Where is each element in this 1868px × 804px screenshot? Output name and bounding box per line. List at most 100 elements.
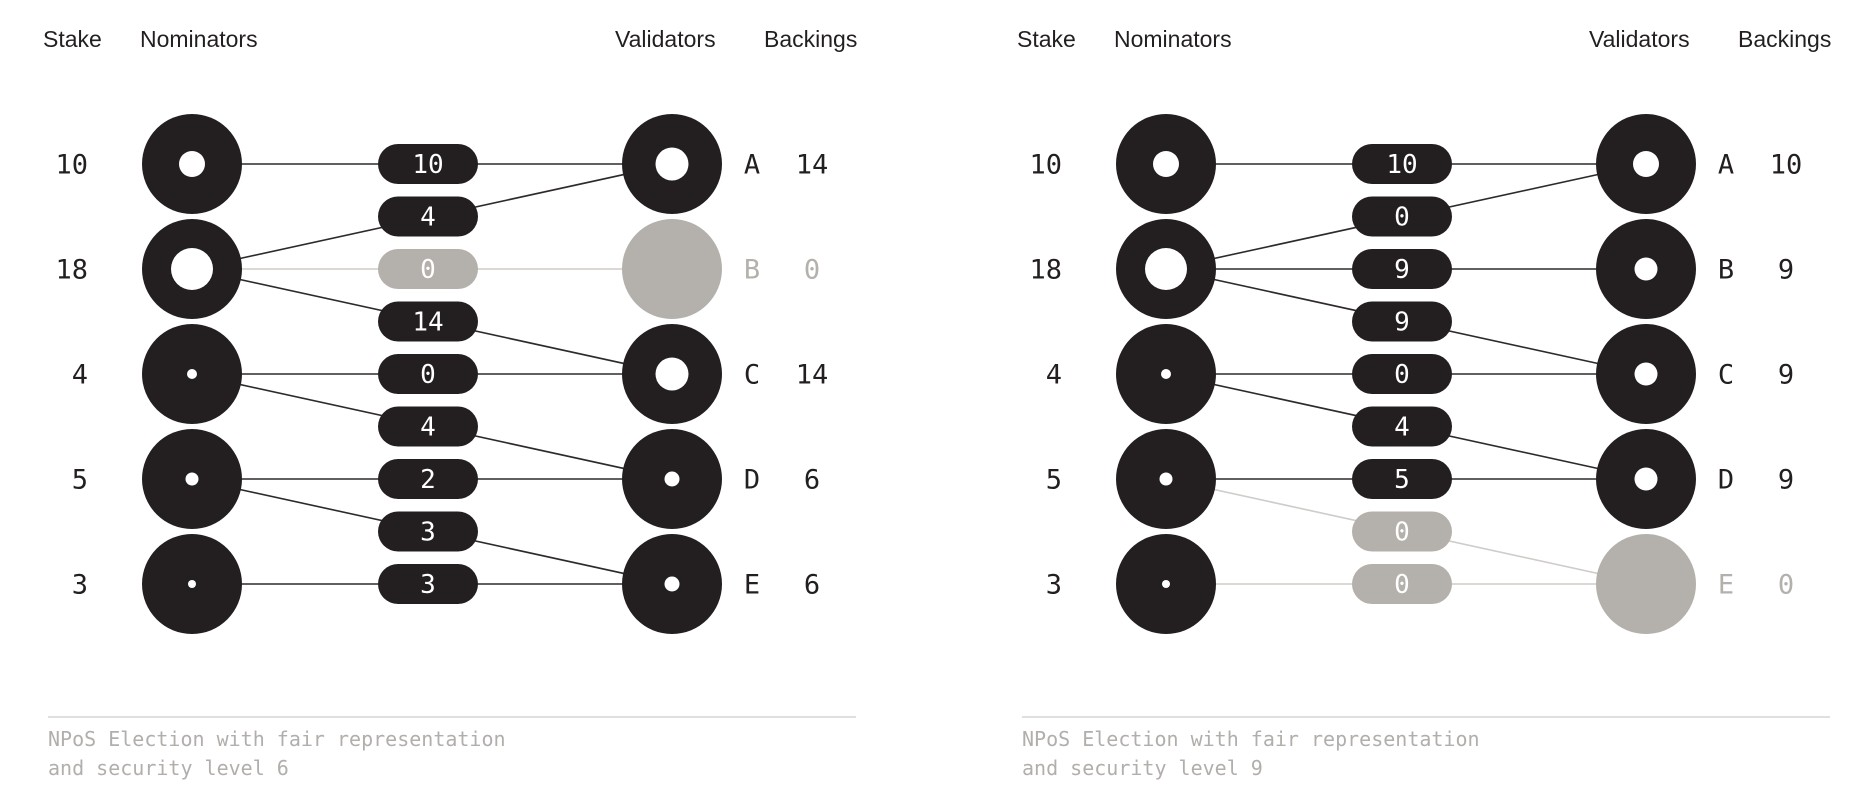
validator-node bbox=[1596, 324, 1696, 424]
edge-weight-pill: 5 bbox=[1352, 459, 1452, 499]
backing-value: 0 bbox=[1778, 570, 1794, 601]
caption-line-2: and security level 6 bbox=[48, 756, 289, 780]
caption-line-1: NPoS Election with fair representation bbox=[1022, 727, 1480, 751]
validator-node bbox=[622, 534, 722, 634]
validator-nodes: A B C D E 10 9 9 9 0 bbox=[1596, 114, 1802, 634]
nominator-node bbox=[142, 534, 242, 634]
edge-weight-value: 3 bbox=[420, 570, 436, 600]
edge-weight-pill: 10 bbox=[378, 144, 478, 184]
validator-label: E bbox=[744, 570, 760, 601]
validator-label: D bbox=[744, 465, 760, 496]
edge-weight-pill: 4 bbox=[378, 406, 478, 447]
caption: NPoS Election with fair representation a… bbox=[48, 727, 506, 780]
stake-value: 10 bbox=[55, 150, 88, 181]
validator-node bbox=[1596, 114, 1696, 214]
edge-weight-value: 4 bbox=[1394, 413, 1410, 443]
edge-weight-value: 9 bbox=[1394, 255, 1410, 285]
validator-node bbox=[622, 429, 722, 529]
nominator-node bbox=[1116, 114, 1216, 214]
stake-value: 18 bbox=[1029, 255, 1062, 286]
edge-weight-pill: 0 bbox=[1352, 354, 1452, 394]
edge-weight-pill: 0 bbox=[1352, 511, 1452, 552]
stake-value: 5 bbox=[1046, 465, 1062, 496]
backing-value: 14 bbox=[796, 150, 829, 181]
nominator-node bbox=[1116, 219, 1216, 319]
nominator-nodes bbox=[142, 114, 242, 634]
nominator-node bbox=[1116, 534, 1216, 634]
edge-weight-value: 9 bbox=[1394, 308, 1410, 338]
validator-node bbox=[622, 219, 722, 319]
column-header-nominators: Nominators bbox=[1114, 26, 1232, 52]
edge-weight-value: 5 bbox=[1394, 465, 1410, 495]
validator-label: A bbox=[744, 150, 760, 181]
edge-weight-pill: 0 bbox=[1352, 196, 1452, 237]
stake-value: 5 bbox=[72, 465, 88, 496]
edge-weight-pill: 4 bbox=[1352, 406, 1452, 447]
edge-weight-value: 0 bbox=[420, 255, 436, 285]
backing-value: 6 bbox=[804, 465, 820, 496]
column-headers: Stake Nominators Validators Backings bbox=[1017, 26, 1831, 52]
nominator-node bbox=[1116, 324, 1216, 424]
edge-weight-pill: 14 bbox=[378, 301, 478, 342]
validator-label: D bbox=[1718, 465, 1734, 496]
backing-value: 14 bbox=[796, 360, 829, 391]
edge-weight-value: 10 bbox=[412, 150, 443, 180]
backing-value: 0 bbox=[804, 255, 820, 286]
edge-weight-pill: 10 bbox=[1352, 144, 1452, 184]
stake-value: 4 bbox=[1046, 360, 1062, 391]
edge-weight-value: 0 bbox=[1394, 570, 1410, 600]
column-header-backings: Backings bbox=[764, 26, 857, 52]
column-header-validators: Validators bbox=[1589, 26, 1690, 52]
column-header-stake: Stake bbox=[1017, 26, 1076, 52]
nominator-node bbox=[142, 219, 242, 319]
edge-weight-pills: 10 4 0 14 0 4 2 3 3 bbox=[378, 144, 478, 604]
backing-value: 6 bbox=[804, 570, 820, 601]
edge-weight-pill: 0 bbox=[378, 249, 478, 289]
validator-node bbox=[622, 114, 722, 214]
validator-label: A bbox=[1718, 150, 1734, 181]
edge-weight-pill: 4 bbox=[378, 196, 478, 237]
validator-node bbox=[1596, 534, 1696, 634]
edge-weight-value: 4 bbox=[420, 203, 436, 233]
validator-node bbox=[1596, 219, 1696, 319]
stake-column: 10 18 4 5 3 bbox=[55, 150, 88, 601]
caption-line-1: NPoS Election with fair representation bbox=[48, 727, 506, 751]
backing-value: 9 bbox=[1778, 360, 1794, 391]
edge-weight-pill: 9 bbox=[1352, 301, 1452, 342]
election-diagram-level-6: Stake Nominators Validators Backings 10 … bbox=[43, 26, 857, 780]
nominator-node bbox=[142, 324, 242, 424]
edge-weight-pill: 0 bbox=[1352, 564, 1452, 604]
nominator-nodes bbox=[1116, 114, 1216, 634]
validator-node bbox=[622, 324, 722, 424]
edge-weight-pills: 10 0 9 9 0 4 5 0 0 bbox=[1352, 144, 1452, 604]
column-header-validators: Validators bbox=[615, 26, 716, 52]
edge-weight-value: 4 bbox=[420, 413, 436, 443]
column-header-nominators: Nominators bbox=[140, 26, 258, 52]
backing-value: 9 bbox=[1778, 465, 1794, 496]
nominator-node bbox=[1116, 429, 1216, 529]
edge-weight-pill: 3 bbox=[378, 511, 478, 552]
validator-label: B bbox=[744, 255, 760, 286]
backing-value: 9 bbox=[1778, 255, 1794, 286]
edge-weight-value: 10 bbox=[1386, 150, 1417, 180]
nominator-node bbox=[142, 114, 242, 214]
stake-value: 4 bbox=[72, 360, 88, 391]
stake-column: 10 18 4 5 3 bbox=[1029, 150, 1062, 601]
edge-weight-pill: 0 bbox=[378, 354, 478, 394]
edge-weight-value: 0 bbox=[420, 360, 436, 390]
election-diagram-level-9: Stake Nominators Validators Backings 10 … bbox=[1017, 26, 1831, 780]
validator-label: C bbox=[744, 360, 760, 391]
caption-line-2: and security level 9 bbox=[1022, 756, 1263, 780]
edge-weight-pill: 3 bbox=[378, 564, 478, 604]
edge-weight-value: 0 bbox=[1394, 518, 1410, 548]
edge-weight-pill: 9 bbox=[1352, 249, 1452, 289]
caption: NPoS Election with fair representation a… bbox=[1022, 727, 1480, 780]
edge-weight-value: 14 bbox=[412, 308, 443, 338]
edge-weight-value: 2 bbox=[420, 465, 436, 495]
edge-weight-value: 3 bbox=[420, 518, 436, 548]
nominator-node bbox=[142, 429, 242, 529]
stake-value: 3 bbox=[1046, 570, 1062, 601]
column-header-stake: Stake bbox=[43, 26, 102, 52]
column-headers: Stake Nominators Validators Backings bbox=[43, 26, 857, 52]
